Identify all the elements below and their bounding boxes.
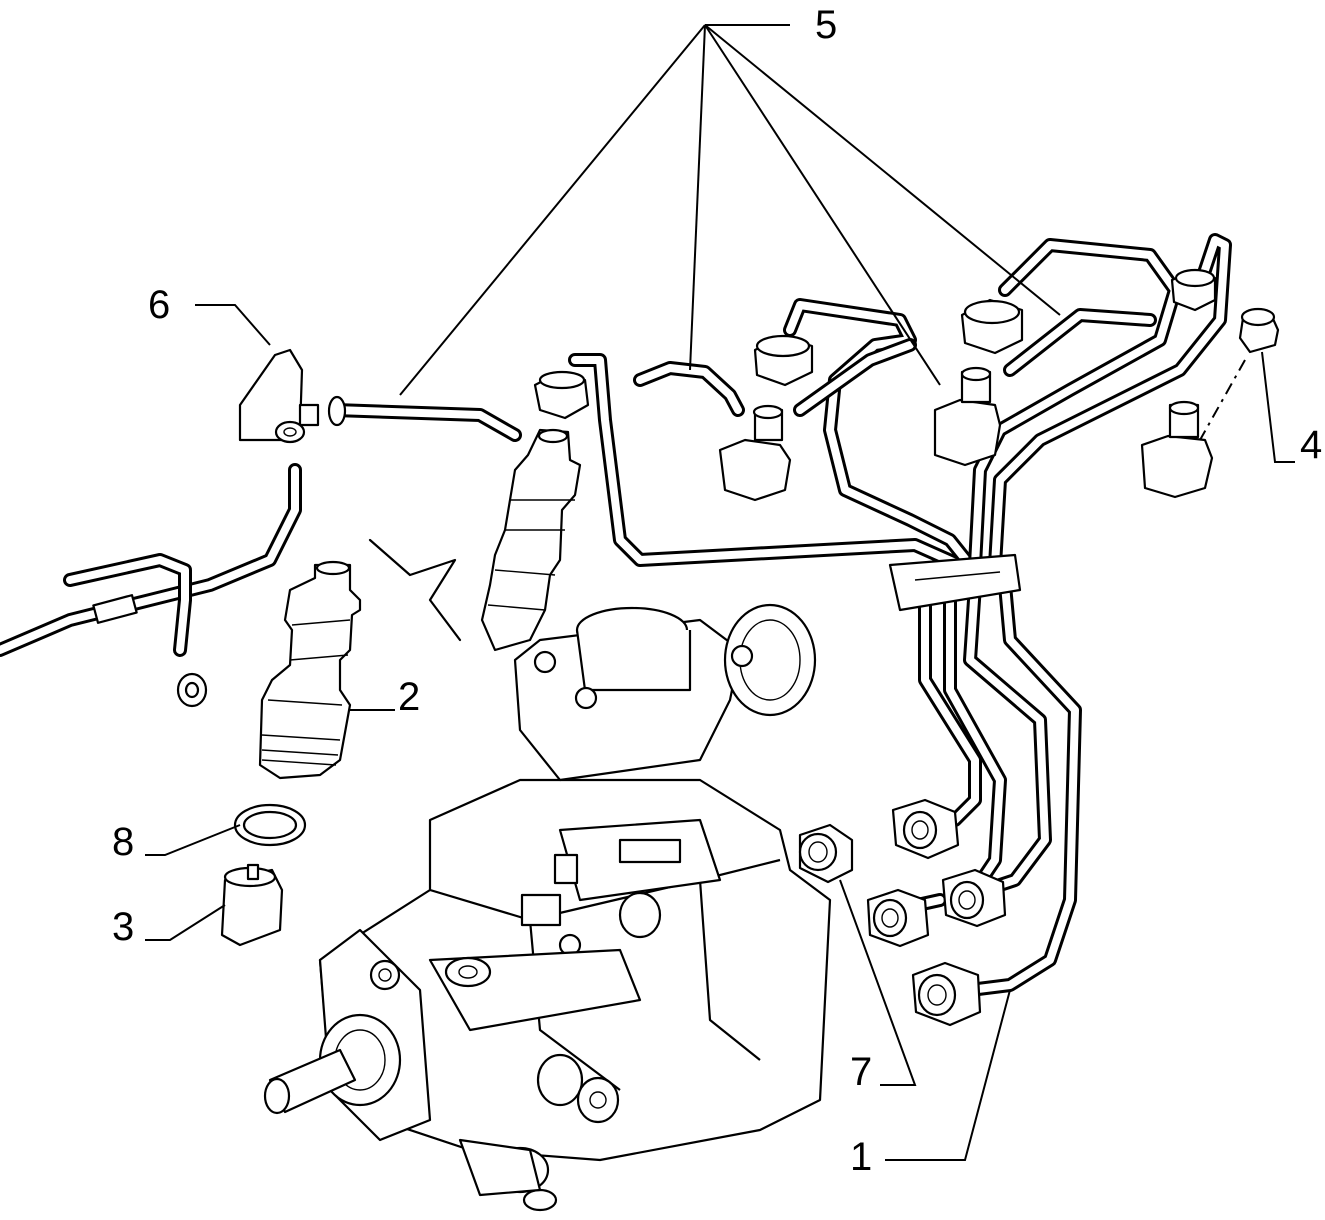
- callout-5: 5: [815, 3, 837, 47]
- leader-lines: [145, 24, 1295, 1161]
- callout-labels: 5 6 4 2 8 3 7 1: [112, 3, 1322, 1179]
- return-fuel-line: [0, 463, 302, 708]
- injector-installed: [480, 428, 582, 652]
- banjo-fitting-part-6: [238, 348, 320, 444]
- pipe-nuts-bottom: [866, 798, 1007, 1027]
- injector-pipes-part-1: [888, 578, 1082, 997]
- callout-7: 7: [850, 1050, 872, 1094]
- washer-part-8: [233, 803, 307, 847]
- injection-pump-body: [263, 603, 832, 1212]
- break-mark: [368, 538, 462, 642]
- callout-6: 6: [148, 283, 170, 327]
- callout-4: 4: [1300, 423, 1322, 467]
- injector-heads: [718, 366, 1214, 502]
- callout-8: 8: [112, 820, 134, 864]
- pipe-nuts-top: [533, 268, 1217, 420]
- callout-1: 1: [850, 1135, 872, 1179]
- nozzle-part-3: [220, 863, 284, 947]
- pipe-clamp: [888, 553, 1022, 612]
- injector-pipes-part-5: [327, 233, 1232, 572]
- nut-part-7: [798, 823, 854, 884]
- callout-2: 2: [398, 675, 420, 719]
- callout-3: 3: [112, 905, 134, 949]
- cap-part-4: [1238, 307, 1280, 354]
- injector-part-2: [258, 560, 362, 780]
